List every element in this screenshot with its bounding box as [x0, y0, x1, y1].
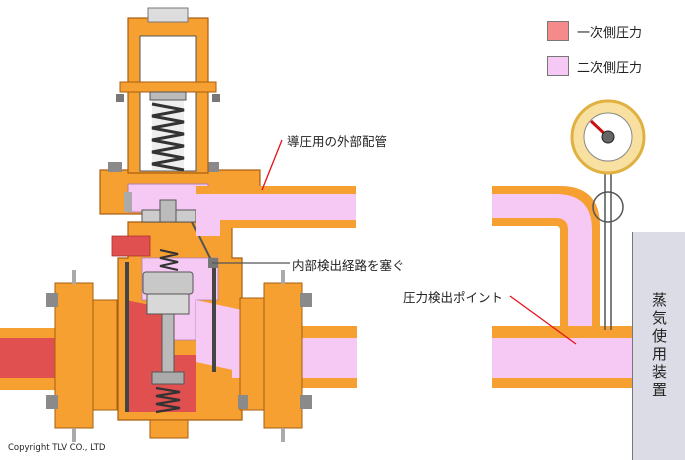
callout-detection-point: 圧力検出ポイント	[403, 290, 504, 305]
legend-primary: 一次側圧力	[547, 20, 677, 42]
legend-secondary: 二次側圧力	[547, 55, 677, 77]
equipment-label: 蒸気使用装置	[650, 292, 668, 400]
outlet-flange	[238, 270, 312, 442]
copyright-text: Copyright TLV CO., LTD	[8, 443, 106, 453]
legend-primary-label: 一次側圧力	[577, 25, 643, 41]
inlet-flange	[46, 270, 118, 442]
downstream-pipe	[483, 160, 632, 388]
leader-lines	[212, 139, 577, 345]
bonnet	[99, 7, 261, 223]
gauge-icon	[570, 99, 646, 175]
callout-external-pipe: 導圧用の外部配管	[287, 134, 388, 149]
steam-equipment: 蒸気使用装置	[632, 232, 685, 460]
callout-internal-path: 内部検出経路を塞ぐ	[292, 258, 405, 273]
external-sensing-pipe	[196, 186, 365, 236]
valve-body	[111, 221, 243, 439]
legend-secondary-label: 二次側圧力	[577, 60, 643, 76]
secondary-swatch	[547, 56, 569, 76]
primary-swatch	[547, 21, 569, 41]
